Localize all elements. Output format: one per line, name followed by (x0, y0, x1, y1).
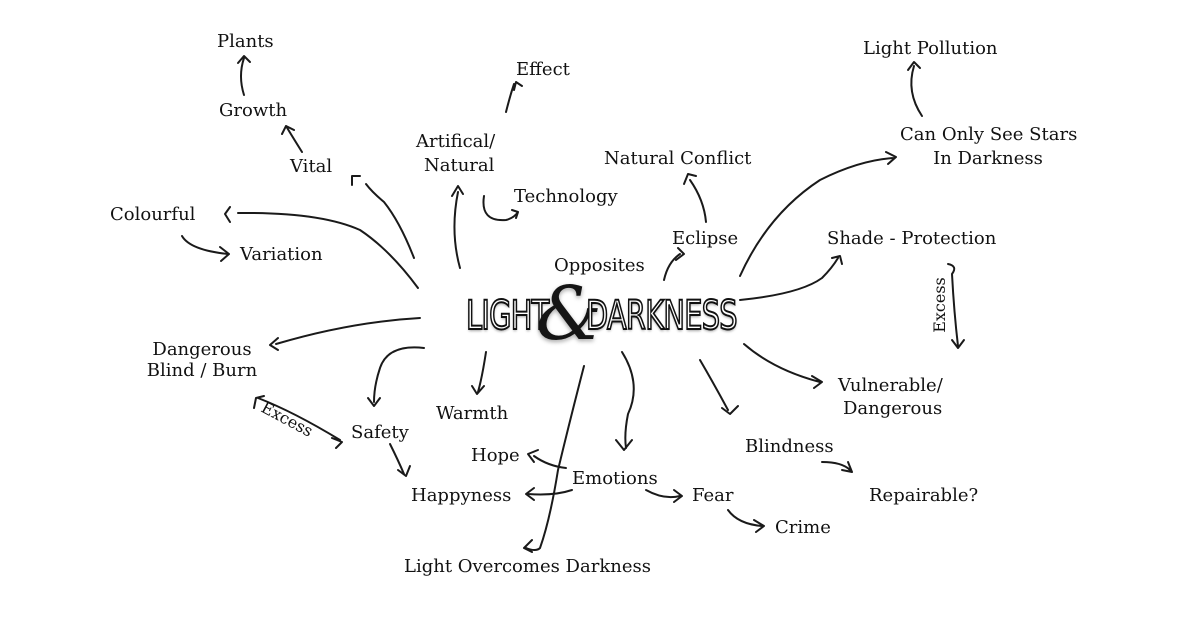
arrow-center-emotions (615, 351, 635, 451)
arrow-fear-crime (727, 509, 765, 533)
node-technology: Technology (514, 186, 618, 207)
node-plants: Plants (217, 31, 274, 52)
title-word-light: LIGHT (465, 292, 550, 340)
node-variation: Variation (240, 244, 323, 265)
node-artificial-line1: Artifical/ (416, 131, 496, 152)
node-vulnerable-line1: Vulnerable/ (838, 375, 943, 396)
arrow-colourful-variation (181, 235, 230, 262)
node-artificial-line2: Natural (424, 155, 495, 176)
node-dangerous-line2: Blind / Burn (146, 360, 258, 381)
arrow-center-artificial (451, 185, 464, 269)
arrow-center-colourful (224, 206, 419, 289)
arrow-dangerous-safety (253, 395, 343, 449)
title-ampersand: & (536, 271, 602, 357)
node-vital: Vital (290, 156, 333, 177)
node-fear: Fear (692, 485, 734, 506)
arrow-center-overcomes (523, 365, 585, 553)
arrow-emotions-happyness (525, 487, 573, 501)
arrow-opposites-eclipse (663, 247, 685, 281)
arrow-stars-pollution (907, 61, 923, 117)
node-stars-line2: In Darkness (933, 148, 1043, 169)
arrow-center-vital (351, 175, 415, 259)
arrow-growth-plants (237, 55, 251, 96)
node-hope: Hope (471, 445, 520, 466)
node-opposites: Opposites (554, 255, 645, 276)
node-light-pollution: Light Pollution (863, 38, 998, 59)
arrow-eclipse-conflict (683, 173, 707, 223)
node-blindness: Blindness (745, 436, 834, 457)
node-repairable: Repairable? (869, 485, 979, 506)
arrow-vital-growth (281, 125, 303, 153)
node-shade-protection: Shade - Protection (827, 228, 997, 249)
label-excess-right: Excess (929, 277, 949, 333)
node-crime: Crime (775, 517, 831, 538)
arrow-center-dangerous (269, 317, 421, 351)
node-warmth: Warmth (436, 403, 509, 424)
node-effect: Effect (516, 59, 570, 80)
arrow-emotions-fear (645, 489, 683, 503)
node-light-overcomes-darkness: Light Overcomes Darkness (404, 556, 651, 577)
node-happyness: Happyness (411, 485, 512, 506)
node-stars-line1: Can Only See Stars (900, 124, 1078, 145)
node-eclipse: Eclipse (672, 228, 739, 249)
node-growth: Growth (219, 100, 288, 121)
title-word-darkness: DARKNESS (585, 292, 738, 340)
arrow-artificial-technology (482, 195, 519, 222)
node-emotions: Emotions (572, 468, 658, 489)
arrow-blindness-repairable (821, 461, 853, 473)
arrow-center-warmth (471, 351, 487, 395)
arrow-center-vulnerable (743, 343, 823, 389)
arrow-center-stars (739, 151, 897, 277)
title-light-and-darkness: LIGHT & DARKNESS (462, 274, 738, 354)
arrow-artificial-effect (505, 81, 523, 113)
arrow-center-blindness (699, 359, 739, 415)
node-natural-conflict: Natural Conflict (604, 148, 752, 169)
arrow-safety-happyness (389, 443, 411, 477)
arrow-shade-excess (947, 263, 965, 349)
node-colourful: Colourful (110, 204, 196, 225)
arrow-center-safety (367, 346, 425, 407)
node-dangerous-line1: Dangerous (152, 339, 252, 360)
arrow-center-shade (739, 255, 843, 301)
arrow-emotions-hope (527, 449, 567, 469)
node-safety: Safety (351, 422, 409, 443)
node-vulnerable-line2: Dangerous (843, 398, 943, 419)
